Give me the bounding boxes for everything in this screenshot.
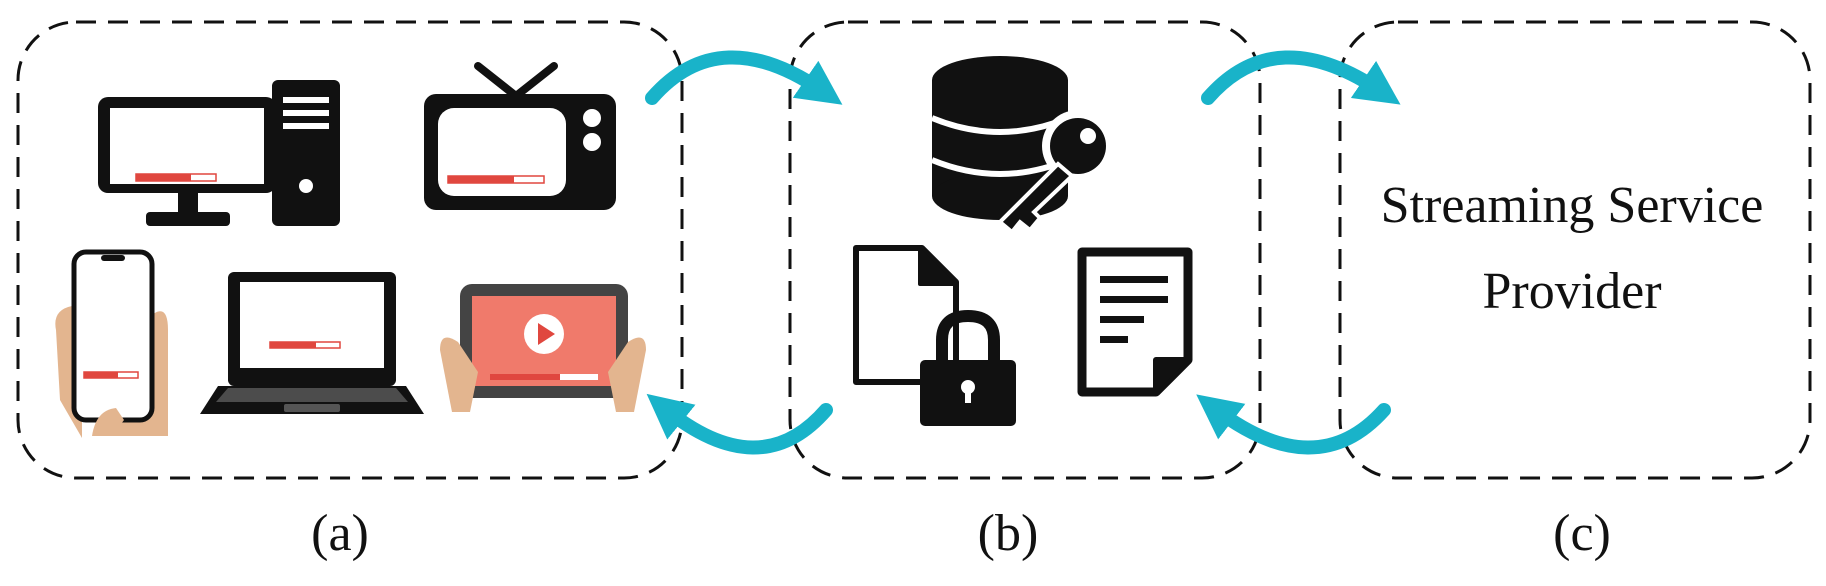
panel-b-caption: (b) [977, 505, 1039, 562]
television-icon [424, 62, 616, 210]
panel-a-border [16, 20, 684, 480]
panel-a-caption: (a) [311, 505, 369, 562]
arrow-a-to-b-icon [645, 50, 843, 105]
document-icon [1077, 247, 1193, 397]
arrow-b-to-a-icon [646, 393, 833, 455]
provider-title-line2: Provider [1482, 263, 1662, 320]
provider-title-line1: Streaming Service [1380, 177, 1764, 234]
tablet-icon [440, 284, 646, 412]
arrow-b-to-c-icon [1201, 50, 1401, 105]
panel-c-caption: (c) [1553, 505, 1611, 562]
laptop-icon [200, 272, 424, 414]
panel-b-border [788, 20, 1262, 480]
arrow-c-to-b-icon [1196, 394, 1391, 455]
panel-c-border [1338, 20, 1812, 480]
locked-file-icon [853, 245, 1016, 426]
database-key-icon [930, 56, 1114, 235]
smartphone-icon [55, 249, 168, 438]
desktop-computer-icon [98, 80, 340, 226]
